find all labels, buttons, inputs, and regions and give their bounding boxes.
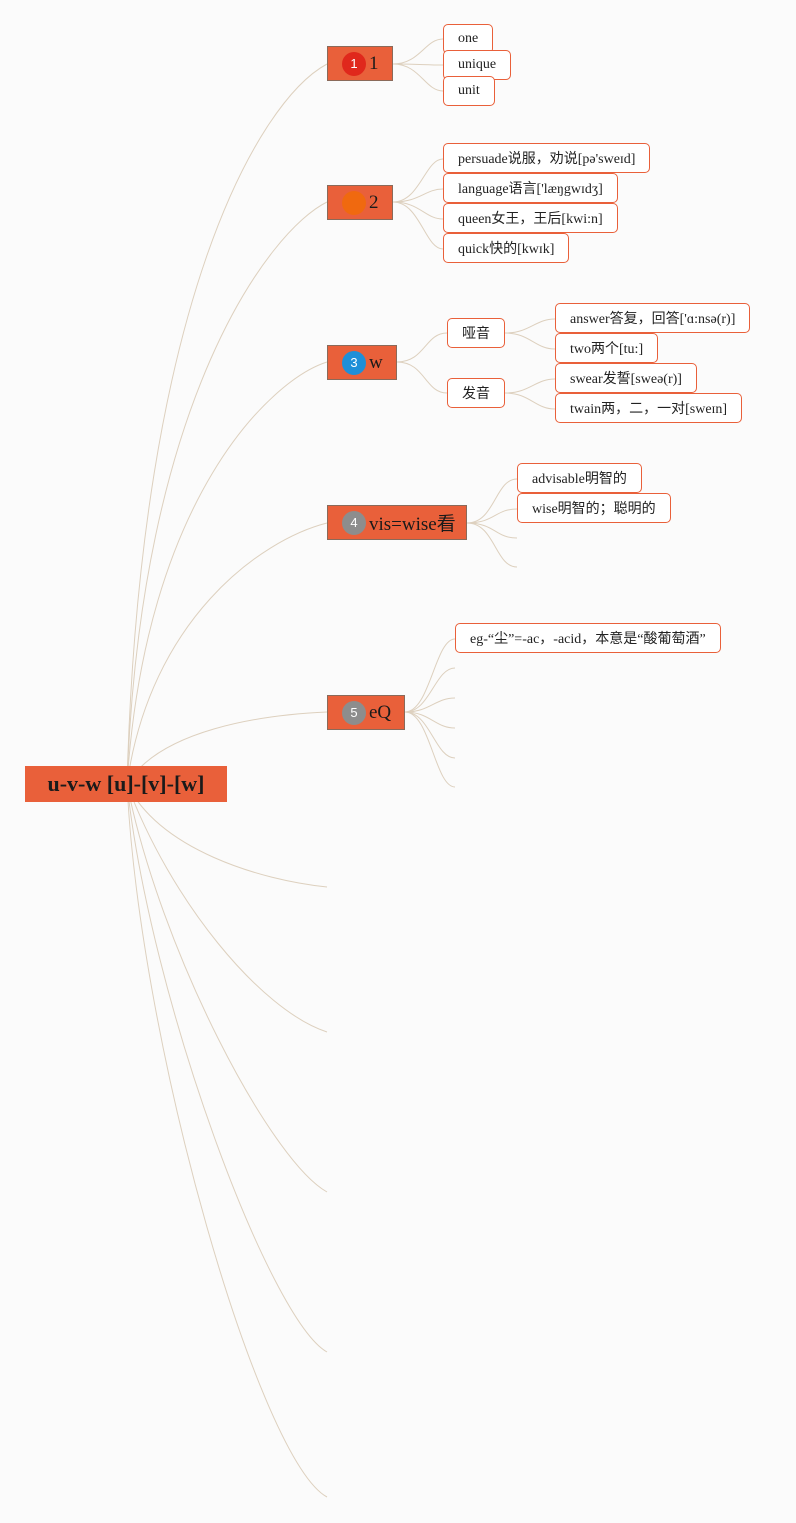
root-node[interactable]: u-v-w [u]-[v]-[w] <box>25 766 227 802</box>
priority-4-icon: 4 <box>342 510 366 535</box>
priority-5-icon: 5 <box>342 700 366 725</box>
leaf-node[interactable]: two两个[tu:] <box>555 333 659 363</box>
branch-node-vis[interactable]: 4 vis=wise看 <box>327 505 467 540</box>
branch-label: 1 <box>369 52 379 74</box>
leaf-node[interactable]: eg-“尘”=-ac，-acid，本意是“酸葡萄酒” <box>455 623 721 653</box>
leaf-node[interactable]: language语言['læŋgwɪdʒ] <box>443 173 618 203</box>
priority-2-icon <box>342 190 366 215</box>
subtopic-node[interactable]: 哑音 <box>447 318 505 348</box>
branch-label: eQ <box>369 701 392 723</box>
leaf-node[interactable]: twain两，二，一对[sweɪn] <box>555 393 743 423</box>
priority-3-icon: 3 <box>342 350 366 375</box>
leaf-node[interactable]: advisable明智的 <box>517 463 642 493</box>
leaf-node[interactable]: swear发誓[sweə(r)] <box>555 363 697 393</box>
branch-node-w[interactable]: 3 w <box>327 345 397 380</box>
branch-node-2[interactable]: 2 <box>327 185 393 220</box>
leaf-node[interactable]: persuade说服，劝说[pə'sweɪd] <box>443 143 651 173</box>
branch-node-eq[interactable]: 5 eQ <box>327 695 405 730</box>
priority-1-icon: 1 <box>342 51 366 76</box>
branch-node-1[interactable]: 1 1 <box>327 46 393 81</box>
leaf-node[interactable]: answer答复，回答['ɑ:nsə(r)] <box>555 303 751 333</box>
leaf-node[interactable]: queen女王，王后[kwi:n] <box>443 203 618 233</box>
leaf-node[interactable]: unit <box>443 76 495 106</box>
branch-label: 2 <box>369 191 379 213</box>
leaf-node[interactable]: one <box>443 24 494 54</box>
leaf-node[interactable]: quick快的[kwɪk] <box>443 233 570 263</box>
branch-label: w <box>369 351 383 373</box>
subtopic-node[interactable]: 发音 <box>447 378 505 408</box>
branch-label: vis=wise看 <box>369 514 456 535</box>
leaf-node[interactable]: wise明智的；聪明的 <box>517 493 671 523</box>
